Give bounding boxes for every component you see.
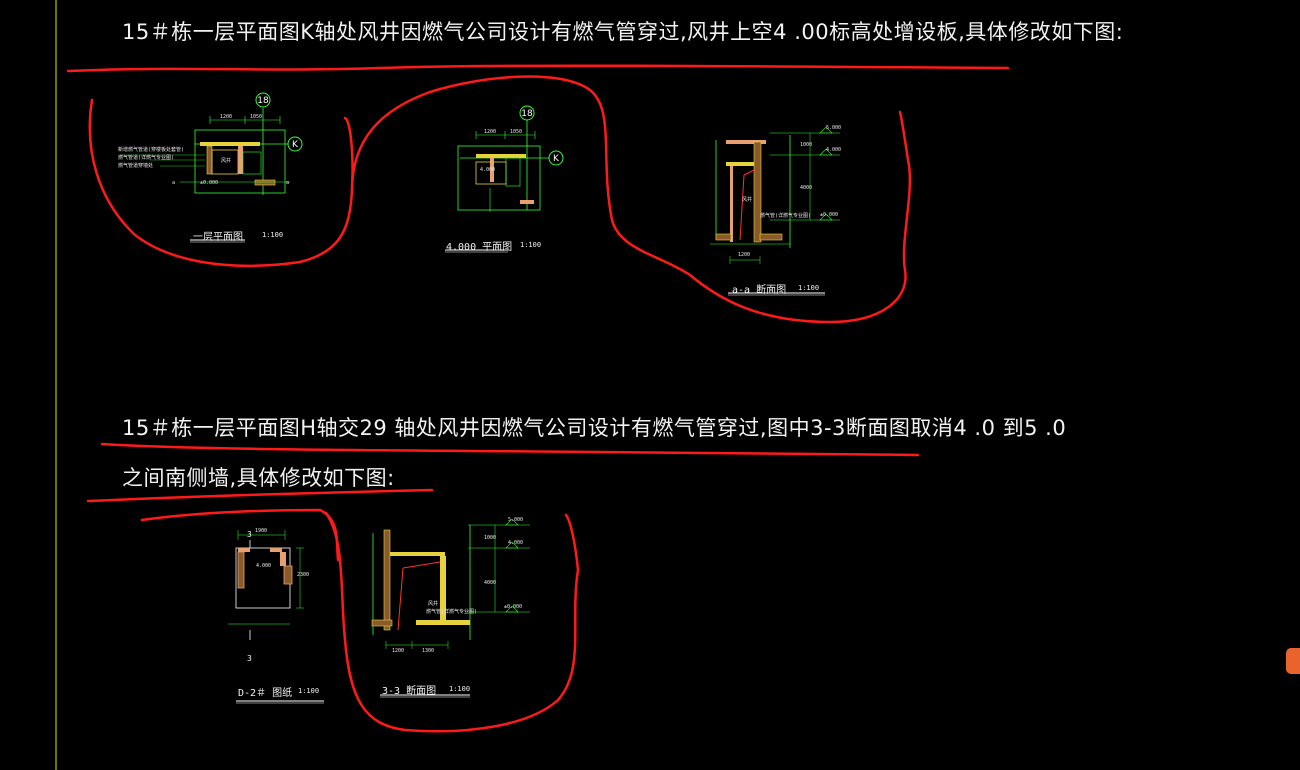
section-33-level-top: 5.000 <box>508 517 524 523</box>
plan2-level: 4.000 <box>480 167 496 173</box>
underline-note2-line2 <box>86 488 434 503</box>
section-33-title: 3-3 断面图 <box>382 686 437 697</box>
plan-d2-scale: 1:100 <box>298 687 320 695</box>
section-aa-scale: 1:100 <box>798 284 820 292</box>
section-aa-dim-h: 1200 <box>738 252 751 258</box>
section-aa-dim-v2: 4000 <box>800 185 813 191</box>
drawing-plan1 <box>120 92 303 243</box>
section-33-dim-v1: 1000 <box>484 535 497 541</box>
plan1-dim-2: 1050 <box>250 114 263 120</box>
axis-label-18-plan1: 18 <box>257 96 269 106</box>
plan1-callout-3: 燃气管道穿墙处 <box>118 163 154 169</box>
plan1-title: 一层平面图 <box>193 232 243 243</box>
ime-floating-icon[interactable] <box>1286 648 1300 674</box>
drawing-section-33 <box>371 518 530 698</box>
plan1-callout-2: 燃气管道(详燃气专业图) <box>118 155 175 161</box>
section-33-dim-h1: 1200 <box>392 648 405 654</box>
note-2-line1-text: 15＃栋一层平面图H轴交29 轴处风井因燃气公司设计有燃气管穿过,图中3-3断面… <box>122 416 1067 440</box>
section-aa-level-base: ±0.000 <box>820 212 839 218</box>
plan-d2-dim-top: 1900 <box>255 528 268 534</box>
section-aa-pipe-label: 燃气管(详燃气专业图) <box>760 213 812 219</box>
axis-label-18-plan2: 18 <box>521 109 533 119</box>
plan1-scale: 1:100 <box>262 231 284 239</box>
plan-d2-dim-side: 2300 <box>297 572 310 578</box>
note-1-text: 15＃栋一层平面图K轴处风井因燃气公司设计有燃气管穿过,风井上空4 .00标高处… <box>122 20 1124 44</box>
underline-note1 <box>66 64 1010 73</box>
plan2-dim-2: 1050 <box>510 129 523 135</box>
plan2-dim-1: 1200 <box>484 129 497 135</box>
drawing-plan2 <box>445 105 564 253</box>
section-33-scale: 1:100 <box>449 685 471 693</box>
section-aa-dim-v1: 1000 <box>800 142 813 148</box>
note-2-line2-text: 之间南侧墙,具体修改如下图: <box>122 466 395 490</box>
drawing-section-aa <box>710 126 840 296</box>
plan1-callout-1: 新增燃气管道(穿楼板处套管) <box>118 147 185 153</box>
plan1-section-mark-right: a <box>286 180 290 186</box>
plan-d2-mark-bottom: 3 <box>247 654 252 663</box>
section-aa-level-mid: 4.000 <box>826 147 842 153</box>
section-33-shaft-label: 风井 <box>428 601 439 607</box>
section-33-level-base: ±0.000 <box>504 604 523 610</box>
underline-note2-line1 <box>100 442 920 457</box>
plan-d2-title: D-2＃ 图纸 <box>238 688 293 699</box>
axis-bubble-18-plan1 <box>255 92 271 108</box>
drawing-plan-d2 <box>228 530 324 704</box>
plan-d2-level: 4.000 <box>256 563 272 569</box>
section-33-pipe-label: 燃气管(详燃气专业图) <box>426 609 478 615</box>
plan1-level: ±0.000 <box>200 180 219 186</box>
section-aa-title: a-a 断面图 <box>732 285 787 296</box>
section-aa-shaft-label: 风井 <box>742 197 753 203</box>
cloud-plan2-section <box>350 75 912 324</box>
section-33-level-mid: 4.000 <box>508 540 524 546</box>
section-33-dim-h2: 1300 <box>422 648 435 654</box>
section-33-dim-v2: 4000 <box>484 580 497 586</box>
axis-label-k-plan1: K <box>292 140 299 150</box>
plan-d2-mark-top: 3 <box>247 530 252 539</box>
plan2-title: 4.000 平面图 <box>446 242 513 253</box>
axis-label-k-plan2: K <box>553 154 560 164</box>
plan1-section-mark-left: a <box>172 180 176 186</box>
plan2-scale: 1:100 <box>520 241 542 249</box>
red-markups <box>66 64 1010 733</box>
plan1-room-label: 风井 <box>221 158 232 164</box>
cloud-section-33 <box>324 511 580 733</box>
section-aa-level-top: 5.000 <box>826 125 842 131</box>
plan1-dim-1: 1200 <box>220 114 233 120</box>
axis-bubble-18-plan2 <box>519 105 535 121</box>
